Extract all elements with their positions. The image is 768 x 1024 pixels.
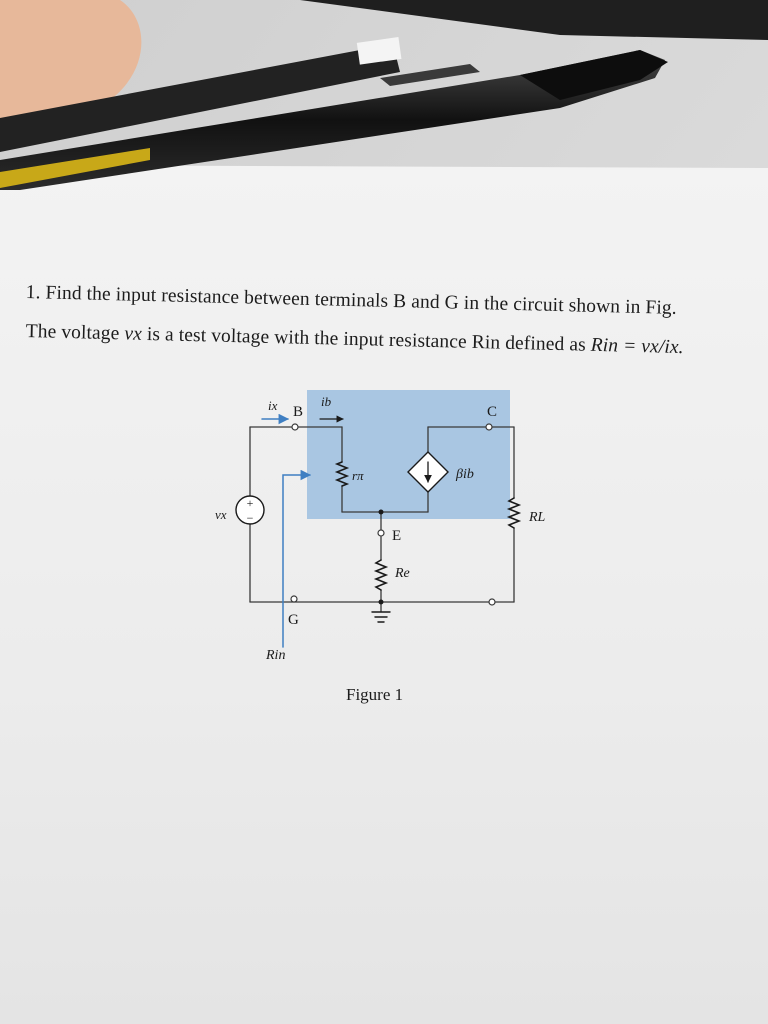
ground-icon bbox=[371, 611, 391, 623]
question-vx-symbol: vx bbox=[124, 323, 143, 345]
pen-body bbox=[0, 50, 665, 190]
paper-sheet bbox=[0, 165, 768, 1024]
label-ix: ix bbox=[268, 398, 278, 413]
pen-cap-white bbox=[356, 37, 402, 65]
label-re: Re bbox=[394, 566, 410, 581]
label-node-g: G bbox=[288, 612, 299, 628]
label-ib: ib bbox=[321, 394, 332, 409]
circuit-figure: + − ix B ib C rπ βib vx RL E Re bbox=[215, 390, 546, 663]
label-r-pi: rπ bbox=[352, 468, 364, 483]
label-rin: Rin bbox=[265, 648, 285, 663]
terminal-e bbox=[377, 529, 385, 537]
question-line-2-prefix: The voltage bbox=[25, 321, 125, 345]
test-voltage-source bbox=[235, 495, 265, 525]
pen-grip bbox=[380, 64, 480, 86]
terminal-b bbox=[291, 423, 299, 431]
label-node-c: C bbox=[487, 404, 497, 420]
desk-dark-corner bbox=[300, 0, 768, 40]
label-vx: vx bbox=[215, 507, 227, 522]
r-pi-resistor bbox=[334, 461, 350, 487]
label-rl: RL bbox=[528, 510, 546, 525]
rl-resistor bbox=[506, 497, 522, 529]
source-plus-sign: + bbox=[247, 496, 254, 510]
terminal-right-bottom bbox=[488, 598, 496, 606]
label-beta-ib: βib bbox=[455, 467, 474, 482]
question-formula: Rin = vx/ix. bbox=[590, 334, 684, 359]
transistor-model-box bbox=[307, 390, 510, 519]
label-node-b: B bbox=[293, 404, 303, 420]
source-minus-sign: − bbox=[247, 511, 254, 525]
circuit-wires bbox=[249, 426, 515, 613]
pen-yellow-band bbox=[0, 148, 150, 188]
pens bbox=[0, 37, 668, 190]
re-resistor bbox=[373, 559, 389, 591]
terminal-c bbox=[485, 423, 493, 431]
pen-tip bbox=[520, 50, 668, 100]
rin-arrow-icon bbox=[282, 469, 312, 648]
label-node-e: E bbox=[392, 528, 401, 544]
terminal-g bbox=[290, 595, 298, 603]
junction-dot-ground bbox=[378, 599, 384, 605]
terminals bbox=[290, 423, 496, 606]
pen-back bbox=[0, 50, 400, 152]
junction-dot bbox=[378, 509, 384, 515]
figure-caption: Figure 1 bbox=[346, 685, 403, 704]
